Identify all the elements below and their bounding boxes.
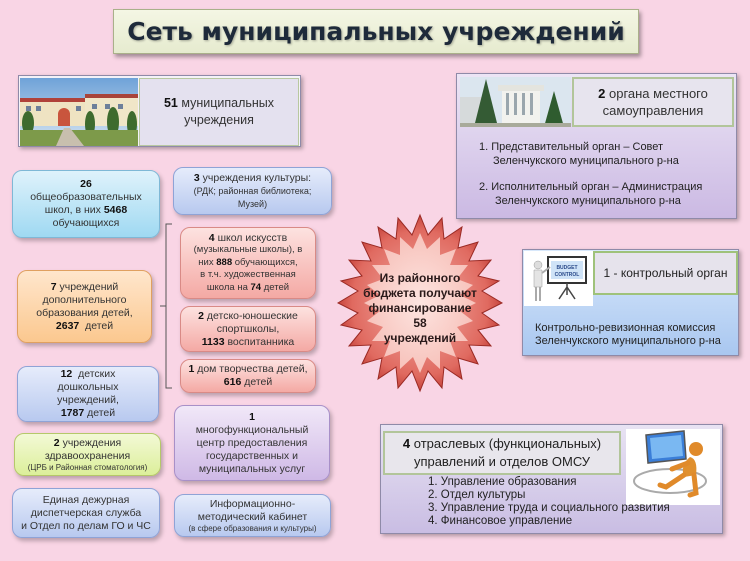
svg-text:CONTROL: CONTROL <box>555 272 580 278</box>
local-government-count: 2 <box>598 86 606 101</box>
local-government-card: 2 органа местного самоуправления 1. Пред… <box>456 73 737 219</box>
municipal-count: 51 <box>163 96 178 110</box>
schools-box: 26 общеобразовательных школ, в них 5468 … <box>12 170 160 238</box>
art-schools-box: 4 школ искусств (музыкальные школы), в н… <box>180 227 316 299</box>
list-item: 2. Исполнительный орган – Администрация … <box>479 181 703 207</box>
creativity-house-box: 1 дом творчества детей, 616 детей <box>180 359 316 393</box>
starburst-icon <box>336 213 504 393</box>
additional-education-box: 7 учреждений дополнительного образования… <box>17 270 152 343</box>
culture-box: 3 учреждения культуры: (РДК; районная би… <box>173 167 332 215</box>
budget-star-text: Из районного бюджета получают финансиров… <box>363 271 477 345</box>
page-title-box: Сеть муниципальных учреждений <box>113 9 639 54</box>
computer-user-illustration <box>626 429 720 505</box>
svg-text:BUDGET: BUDGET <box>556 265 577 271</box>
budget-control-illustration: BUDGET CONTROL <box>524 251 593 306</box>
list-item: 1. Представительный орган – Совет Зеленч… <box>479 141 679 167</box>
control-body-label: 1 - контрольный орган <box>593 251 738 295</box>
control-body-card: BUDGET CONTROL 1 - контрольный орган Кон… <box>522 249 739 356</box>
info-office-box: Информационно- методический кабинет (в с… <box>174 494 331 537</box>
local-government-list: 1. Представительный орган – Совет Зеленч… <box>479 140 734 208</box>
departments-list: 1. Управление образования 2. Отдел культ… <box>428 476 728 528</box>
health-box: 2 учреждения здравоохранения (ЦРБ и Райо… <box>14 433 161 476</box>
administration-building-photo <box>460 77 571 127</box>
page-title: Сеть муниципальных учреждений <box>127 17 625 46</box>
list-item: 3. Управление труда и социального развит… <box>428 502 670 514</box>
municipal-card: 51 муниципальных учреждения <box>18 75 301 147</box>
school-building-photo <box>20 78 138 146</box>
list-item: 1. Управление образования <box>428 476 577 488</box>
departments-count: 4 <box>402 436 411 451</box>
sport-schools-box: 2 детско-юношеские спортшколы, 1133 восп… <box>180 306 316 352</box>
list-item: 4. Финансовое управление <box>428 515 573 527</box>
preschool-box: 12 детских дошкольных учреждений, 1787 д… <box>17 366 159 422</box>
departments-label: 4 отраслевых (функциональных) управлений… <box>383 431 621 475</box>
dispatch-box: Единая дежурная диспетчерская служба и О… <box>12 488 160 538</box>
mfc-box: 1 многофункциональный центр предоставлен… <box>174 405 330 481</box>
budget-star: Из районного бюджета получают финансиров… <box>330 213 510 393</box>
departments-card: 4 отраслевых (функциональных) управлений… <box>380 424 723 534</box>
municipal-label: 51 муниципальных учреждения <box>139 78 299 146</box>
control-body-description: Контрольно-ревизионная комиссия Зеленчук… <box>535 322 721 347</box>
local-government-label: 2 органа местного самоуправления <box>572 77 734 127</box>
bracket-connector <box>160 223 172 389</box>
list-item: 2. Отдел культуры <box>428 489 526 501</box>
